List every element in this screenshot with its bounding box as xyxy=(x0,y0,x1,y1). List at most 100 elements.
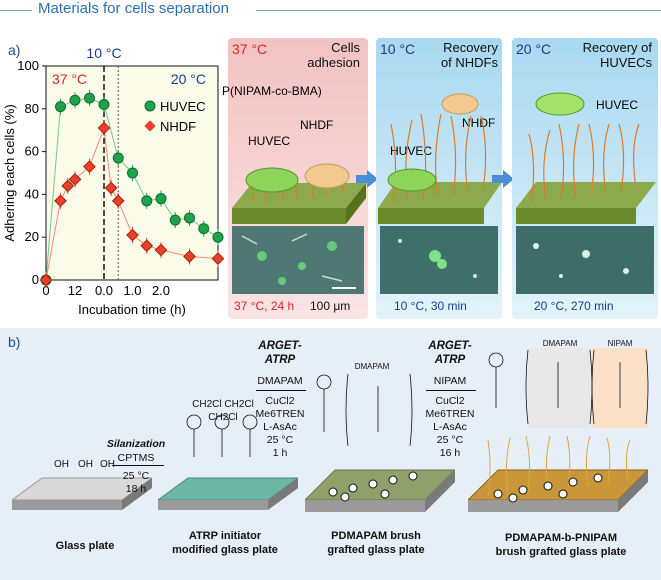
huvec-label-3: HUVEC xyxy=(596,98,639,112)
nipam-block-label: NIPAM xyxy=(607,339,633,348)
pdmapam-structure xyxy=(316,373,413,447)
step2-title1: ARGET- xyxy=(258,340,302,352)
arrow-1 xyxy=(356,170,378,188)
panel-10c-temp: 10 °C xyxy=(380,41,416,57)
micrograph-20c xyxy=(516,226,654,294)
x-axis-label: Incubation time (h) xyxy=(78,302,186,317)
glass-plate-2 xyxy=(158,477,298,510)
step2-title2: ATRP xyxy=(264,354,296,366)
panel-20c-title1: Recovery of xyxy=(582,40,652,55)
data-point-huvec xyxy=(169,214,181,226)
step2-cat3: L-AsAc xyxy=(263,421,297,433)
step2-cat1: CuCl2 xyxy=(265,395,295,407)
data-point-nhdf xyxy=(54,194,67,208)
data-point-nhdf xyxy=(68,173,82,186)
data-point-huvec xyxy=(198,223,210,235)
data-point-nhdf xyxy=(97,121,111,135)
x-tick-label: 12 xyxy=(68,283,82,298)
block-copolymer-structure xyxy=(488,349,649,425)
panel-10c: 10 °C Recovery of NHDFs NHDF HUVEC 10 °C… xyxy=(376,38,502,319)
data-point-huvec xyxy=(84,92,95,104)
step1-temp: 25 °C xyxy=(122,470,150,482)
step1-title: Silanization xyxy=(106,438,166,450)
y-tick-label: 80 xyxy=(25,101,39,116)
panel-37c: 37 °C Cells adhesion P(NIPAM-co-BMA) NHD… xyxy=(222,38,368,319)
data-point-huvec xyxy=(98,99,110,111)
glass-plate-4 xyxy=(468,436,648,512)
data-point-nhdf xyxy=(211,252,225,265)
micrograph-37c xyxy=(232,226,364,294)
panel-20c-title2: HUVECs xyxy=(599,55,652,70)
huvec-label-1: HUVEC xyxy=(248,134,291,148)
oh-group-1: OH xyxy=(54,459,69,470)
micrograph-10c xyxy=(380,226,498,294)
temp-label-20: 20 °C xyxy=(171,71,206,87)
arrow-2 xyxy=(492,170,514,188)
scale-bar-label: 100 μm xyxy=(310,299,351,313)
data-point-nhdf xyxy=(61,179,75,193)
plate-1-caption: Glass plate xyxy=(55,540,115,552)
data-point-huvec xyxy=(155,193,167,205)
header-line-left xyxy=(0,10,32,11)
step2-arrow xyxy=(256,390,306,391)
y-tick-label: 100 xyxy=(17,58,39,73)
data-point-nhdf xyxy=(104,181,118,195)
y-tick-label: 20 xyxy=(25,229,39,244)
step2-cat2: Me6TREN xyxy=(255,408,305,420)
dmapam-block-highlight xyxy=(528,348,590,428)
step2-temp: 25 °C xyxy=(266,434,294,446)
data-point-nhdf xyxy=(111,194,125,208)
step3-cat2: Me6TREN xyxy=(425,408,475,420)
huvec-label-2: HUVEC xyxy=(390,144,433,158)
step1-reagent: CPTMS xyxy=(117,452,155,464)
step3-monomer: NIPAM xyxy=(433,375,467,387)
data-point-nhdf xyxy=(154,243,168,257)
panel-20c: 20 °C Recovery of HUVECs HUVEC 20 °C, 27… xyxy=(512,38,658,319)
data-point-nhdf xyxy=(140,239,154,253)
step3-arrow xyxy=(426,390,476,391)
step2-monomer: DMAPAM xyxy=(257,375,303,387)
panel-37c-temp: 37 °C xyxy=(232,41,268,57)
panel-a-label: a) xyxy=(8,42,21,58)
y-tick-label: 0 xyxy=(32,272,39,287)
legend-marker-huvec xyxy=(144,100,156,112)
y-axis-label: Adhering each cells (%) xyxy=(2,104,17,241)
polymer-label: P(NIPAM-co-BMA) xyxy=(222,84,322,98)
data-point-huvec xyxy=(141,195,153,207)
y-tick-label: 40 xyxy=(25,186,39,201)
initiator-structure xyxy=(186,414,258,457)
x-tick-label: 0 xyxy=(42,283,49,298)
glass-plate-3 xyxy=(305,469,455,512)
data-point-huvec xyxy=(184,212,195,224)
step3-temp: 25 °C xyxy=(436,434,464,446)
data-point-huvec xyxy=(69,94,81,106)
plate-2-caption-line2: modified glass plate xyxy=(172,544,278,556)
brush-surface-10 xyxy=(378,93,502,224)
plate-4-caption-line1: PDMAPAM-b-PNIPAM xyxy=(504,532,618,544)
step2-time: 1 h xyxy=(272,447,288,459)
plate-2-caption-line1: ATRP initiator xyxy=(188,530,262,542)
brush-surface-20 xyxy=(516,92,656,224)
data-point-nhdf xyxy=(39,273,53,287)
x-tick-label: 1.0 xyxy=(123,283,141,298)
panel-10c-title1: Recovery xyxy=(443,40,498,55)
panel-20c-caption: 20 °C, 270 min xyxy=(534,299,614,313)
step3-title1: ARGET- xyxy=(428,340,472,352)
step3-title2: ATRP xyxy=(434,354,466,366)
header-line-right xyxy=(256,10,661,11)
step3-cat1: CuCl2 xyxy=(435,395,465,407)
step3-cat3: L-AsAc xyxy=(433,421,467,433)
data-point-huvec xyxy=(112,152,124,164)
temp-label-10: 10 °C xyxy=(86,45,121,61)
data-point-nhdf xyxy=(83,160,96,173)
header-title: Materials for cells separation xyxy=(38,0,229,17)
legend-label-nhdf: NHDF xyxy=(160,119,196,134)
brush-surface-37 xyxy=(232,163,366,224)
temp-label-37: 37 °C xyxy=(52,71,87,87)
data-point-huvec xyxy=(127,167,138,179)
plate-3-caption-line2: grafted glass plate xyxy=(327,544,425,556)
oh-group-2: OH xyxy=(78,459,93,470)
data-point-huvec xyxy=(55,101,66,113)
panel-37c-caption: 37 °C, 24 h xyxy=(234,299,295,313)
